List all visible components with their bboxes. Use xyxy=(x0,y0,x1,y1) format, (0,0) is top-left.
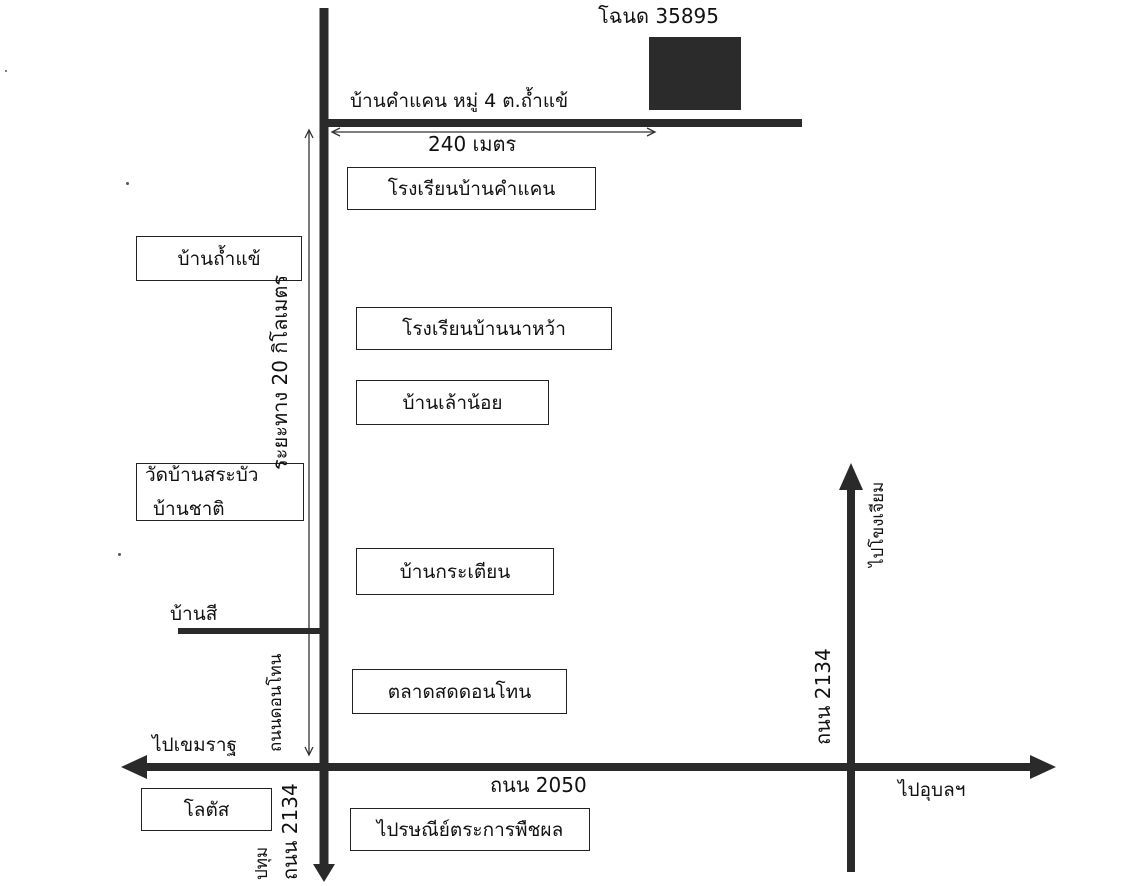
place-ban-thamkhae: บ้านถ้ำแข้ xyxy=(136,236,302,281)
distance-240-label: 240 เมตร xyxy=(428,132,517,156)
place-ban-laonoi: บ้านเล้าน้อย xyxy=(356,380,549,425)
to-khemmarat-label: ไปเขมราฐ xyxy=(152,734,237,756)
place-post-office: ไปรษณีย์ตระการพืชผล xyxy=(350,808,590,851)
place-school-nawa: โรงเรียนบ้านนาหว้า xyxy=(356,307,612,350)
ban-si-label: บ้านสี xyxy=(170,603,218,625)
plot-label: โฉนด 35895 xyxy=(598,4,720,28)
place-wat-sabua: วัดบ้านสระบัว xyxy=(145,464,259,486)
place-ban-kratian: บ้านกระเตียน xyxy=(356,548,554,595)
place-lotus: โลตัส xyxy=(141,788,272,831)
place-market-donthon: ตลาดสดดอนโทน xyxy=(352,669,567,714)
arrow-east xyxy=(1030,755,1056,779)
road-2134-left-tail-label: ปทุม xyxy=(252,846,272,880)
place-school-khamkhaen: โรงเรียนบ้านคำแคน xyxy=(347,167,596,210)
main-road-south-arrow xyxy=(313,864,335,882)
to-ubon-label: ไปอุบลฯ xyxy=(898,779,966,801)
arrow-west xyxy=(121,755,147,779)
distance-20km-label: ระยะทาง 20 กิโลเมตร xyxy=(268,274,292,470)
place-ban-chat: บ้านชาติ xyxy=(153,498,225,520)
road-2134-right-label: ถนน 2134 xyxy=(811,648,835,745)
road-2050-label: ถนน 2050 xyxy=(490,773,587,797)
top-road-label: บ้านคำแคน หมู่ 4 ต.ถ้ำแข้ xyxy=(350,90,569,112)
scan-speck xyxy=(126,182,129,185)
plot-35895 xyxy=(649,37,741,110)
place-wat-sabua-group: วัดบ้านสระบัว บ้านชาติ xyxy=(136,463,304,521)
scan-speck xyxy=(5,70,7,72)
road-2134-left-label: ถนน 2134 xyxy=(278,783,302,880)
scan-speck xyxy=(118,553,121,556)
road-donthon-label: ถนนดอนโทน xyxy=(266,653,286,752)
to-khongchiam-label: ไปโขงเจียม xyxy=(868,481,888,567)
arrow-north-khongchiam xyxy=(839,463,863,490)
